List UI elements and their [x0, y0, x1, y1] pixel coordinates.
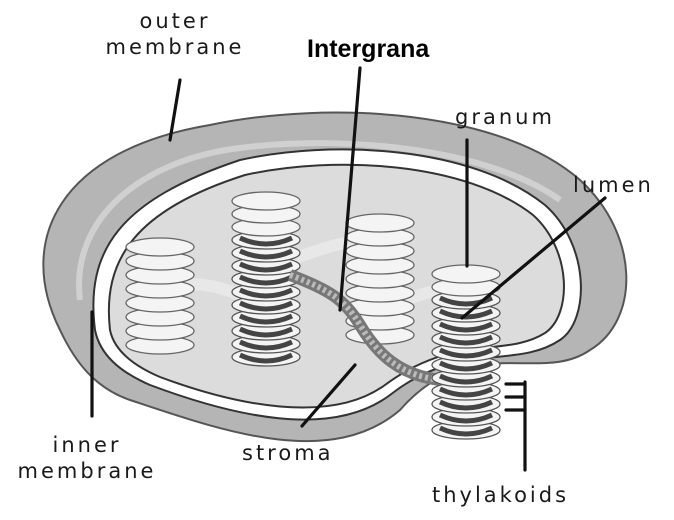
intergrana-label: Intergrana: [307, 36, 429, 62]
outer-membrane-label: outer membrane: [90, 8, 260, 60]
inner-membrane-label-line2: membrane: [2, 458, 172, 484]
outer-membrane-label-line1: outer: [90, 8, 260, 34]
outer-membrane-label-line2: membrane: [90, 34, 260, 60]
stroma-label: stroma: [242, 440, 334, 466]
thylakoids-label: thylakoids: [432, 482, 569, 508]
lumen-label: lumen: [573, 172, 654, 198]
granum-label: granum: [455, 104, 555, 130]
inner-membrane-label-line1: inner: [2, 432, 172, 458]
granum-stack-left: [126, 238, 194, 354]
granum-stack-right: [432, 265, 500, 439]
inner-membrane-label: inner membrane: [2, 432, 172, 484]
